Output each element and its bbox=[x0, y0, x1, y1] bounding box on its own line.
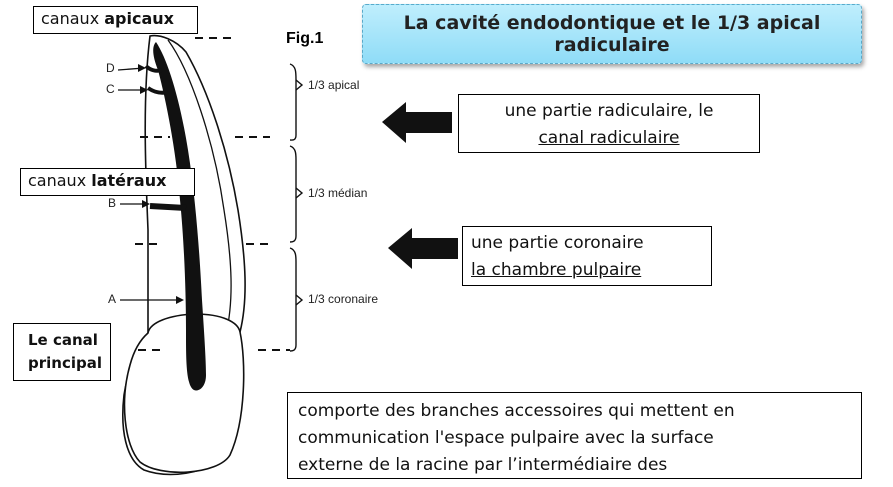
arrow-left-coronaire bbox=[388, 228, 458, 269]
callout-coronaire-line-1: une partie coronaire bbox=[471, 233, 644, 253]
lateraux-bold: latéraux bbox=[91, 171, 167, 190]
lateraux-prefix: canaux bbox=[28, 171, 92, 190]
lateraux-label-box: canaux latéraux bbox=[20, 168, 195, 196]
crown bbox=[123, 313, 245, 474]
letter-b: B bbox=[108, 196, 117, 210]
letter-c: C bbox=[106, 82, 115, 96]
principal-label-box: Le canal principal bbox=[13, 323, 111, 381]
title-banner: La cavité endodontique et le 1/3 apical … bbox=[362, 4, 862, 64]
principal-line-1: Le canal bbox=[28, 331, 98, 349]
arrow-left-radiculaire bbox=[382, 102, 452, 143]
callout-branches: comporte des branches accessoires qui me… bbox=[287, 392, 862, 479]
apical-canal-c bbox=[146, 86, 169, 95]
callout-branches-line-2: communication l'espace pulpaire avec la … bbox=[298, 428, 714, 448]
third-median-label: 1/3 médian bbox=[308, 186, 368, 200]
apicaux-label-box: canaux apicaux bbox=[33, 6, 198, 34]
third-coronaire-label: 1/3 coronaire bbox=[308, 292, 379, 306]
principal-line-2: principal bbox=[28, 354, 102, 372]
apical-canal-d bbox=[144, 64, 163, 73]
callout-coronaire-line-2: la chambre pulpaire bbox=[471, 260, 642, 280]
title-line-1: La cavité endodontique et le 1/3 apical bbox=[403, 12, 821, 34]
callout-branches-line-3: externe de la racine par l’intermédiaire… bbox=[298, 455, 668, 475]
title-line-2: radiculaire bbox=[554, 34, 670, 56]
callout-branches-line-1: comporte des branches accessoires qui me… bbox=[298, 401, 735, 421]
callout-radiculaire-line-1: une partie radiculaire, le bbox=[504, 101, 714, 121]
callout-radiculaire: une partie radiculaire, le canal radicul… bbox=[458, 94, 760, 153]
main-canal bbox=[153, 42, 206, 391]
letter-d: D bbox=[106, 61, 115, 75]
callout-coronaire: une partie coronaire la chambre pulpaire bbox=[462, 226, 712, 286]
apicaux-prefix: canaux bbox=[41, 9, 105, 28]
apicaux-bold: apicaux bbox=[104, 9, 174, 28]
letter-a: A bbox=[108, 292, 117, 306]
figure-label: Fig.1 bbox=[286, 30, 324, 47]
callout-radiculaire-line-2: canal radiculaire bbox=[538, 128, 680, 148]
third-apical-label: 1/3 apical bbox=[308, 78, 360, 92]
lateral-canal-b bbox=[149, 203, 187, 211]
